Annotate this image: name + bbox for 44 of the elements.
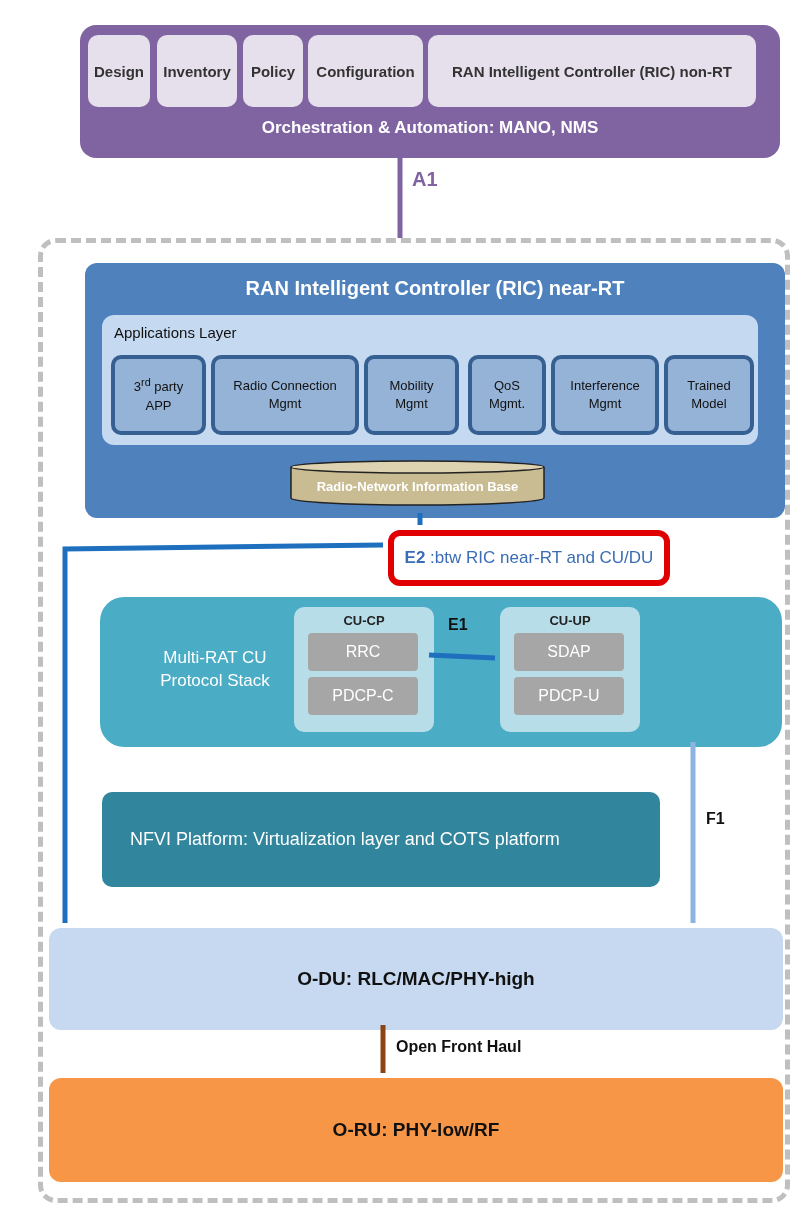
application-box: 3$^{rd}$ party APP bbox=[111, 355, 206, 435]
function-box: Inventory bbox=[157, 35, 237, 107]
function-box: RAN Intelligent Controller (RIC) non-RT bbox=[428, 35, 756, 107]
orchestration-panel bbox=[80, 25, 780, 158]
application-box: Trained Model bbox=[664, 355, 754, 435]
protocol-box: SDAP bbox=[514, 633, 624, 671]
layer-panel bbox=[102, 315, 758, 445]
panel-title: RAN Intelligent Controller (RIC) near-RT bbox=[244, 276, 626, 301]
group-heading: CU-UP bbox=[548, 612, 592, 630]
connector-line bbox=[428, 652, 496, 661]
connector-line bbox=[62, 542, 384, 923]
protocol-box: PDCP-C bbox=[308, 677, 418, 715]
function-box: Design bbox=[88, 35, 150, 107]
connector-line bbox=[397, 158, 403, 238]
panel-title: Orchestration & Automation: MANO, NMS bbox=[260, 117, 600, 139]
protocol-box: PDCP-U bbox=[514, 677, 624, 715]
group-heading: CU-CP bbox=[342, 612, 386, 630]
protocol-group bbox=[294, 607, 434, 732]
edge-label: Open Front Haul bbox=[396, 1038, 522, 1056]
ru-bar: O-RU: PHY-low/RF bbox=[49, 1078, 783, 1182]
panel-title: Multi-RAT CU Protocol Stack bbox=[159, 647, 271, 692]
connector-line bbox=[417, 513, 423, 525]
application-box: QoS Mgmt. bbox=[468, 355, 546, 435]
function-box: Configuration bbox=[308, 35, 423, 107]
edge-label: F1 bbox=[706, 810, 725, 828]
edge-label: E1 bbox=[448, 616, 468, 634]
application-box: Radio Connection Mgmt bbox=[211, 355, 359, 435]
highlight-box: E2 :btw RIC near-RT and CU/DU bbox=[388, 530, 670, 586]
platform-bar: NFVI Platform: Virtualization layer and COTS platform bbox=[102, 792, 660, 887]
database-cylinder bbox=[290, 460, 545, 506]
application-box: Interference Mgmt bbox=[551, 355, 659, 435]
database-label: Radio-Network Information Base bbox=[315, 478, 520, 496]
application-box: Mobility Mgmt bbox=[364, 355, 459, 435]
protocol-box: RRC bbox=[308, 633, 418, 671]
layer-heading: Applications Layer bbox=[114, 323, 238, 343]
function-box: Policy bbox=[243, 35, 303, 107]
protocol-group bbox=[500, 607, 640, 732]
protocol-stack-panel bbox=[100, 597, 782, 747]
connector-line bbox=[690, 742, 696, 923]
connector-line bbox=[380, 1025, 386, 1073]
controller-panel bbox=[85, 263, 785, 518]
edge-label: A1 bbox=[412, 168, 438, 191]
dashed-boundary bbox=[38, 238, 790, 1203]
du-bar: O-DU: RLC/MAC/PHY-high bbox=[49, 928, 783, 1030]
